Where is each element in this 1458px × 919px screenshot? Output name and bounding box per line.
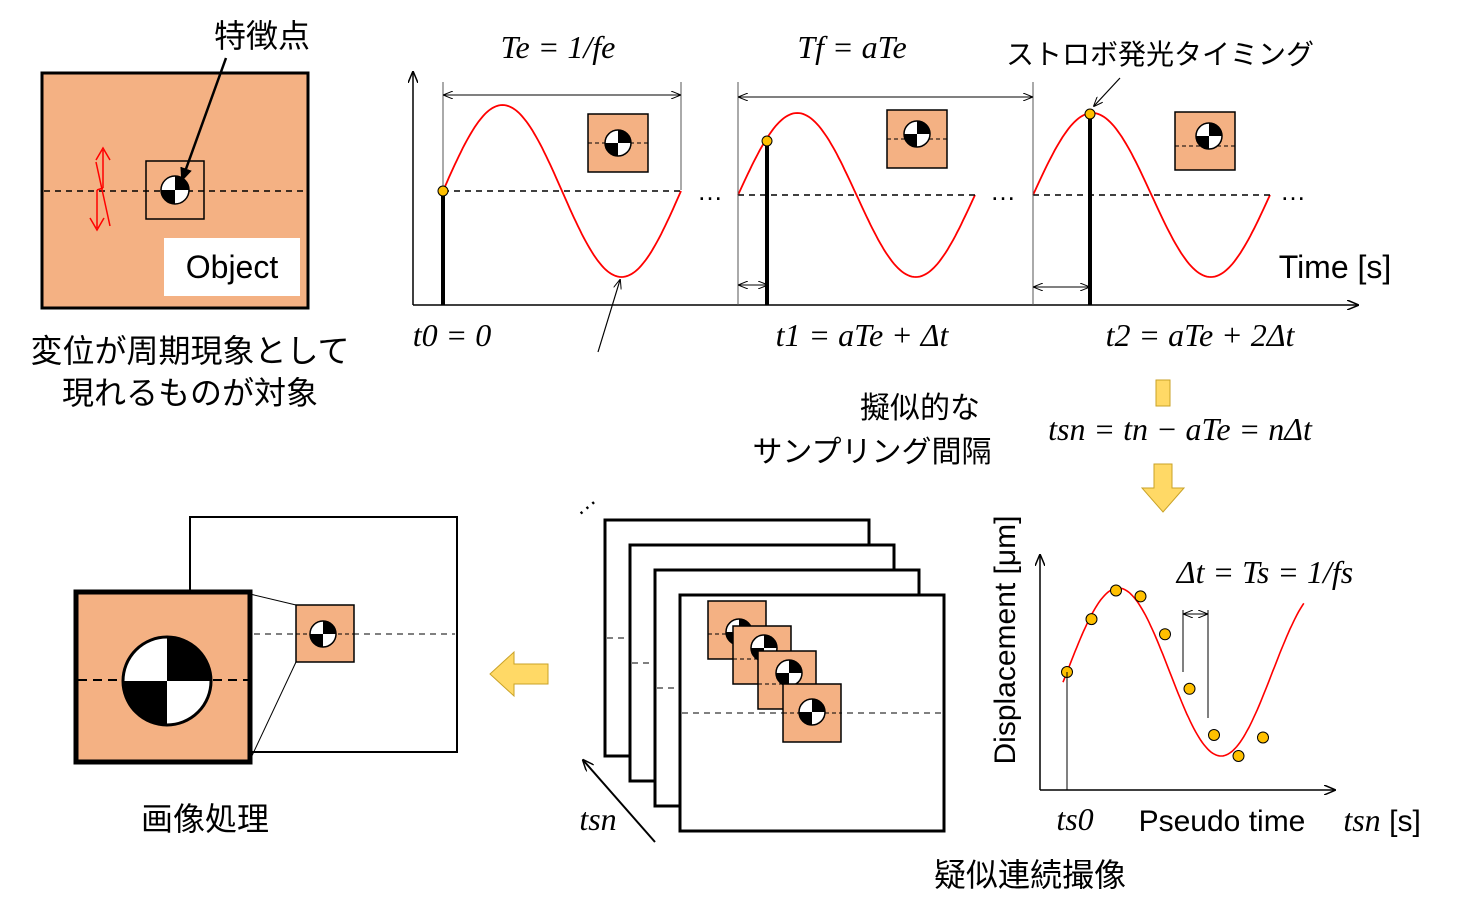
displacement-chart: Δt = Ts = 1/fs Displacement [μm] ts0 Pse…	[989, 515, 1421, 838]
sine-wave-1	[442, 104, 682, 278]
sine-trough-pointer	[597, 280, 620, 353]
equation-Tf: Tf = aTe	[797, 29, 906, 65]
object-caption-line2: 現れるものが対象	[62, 374, 318, 412]
zoom-line-top	[249, 593, 297, 606]
sine-wave-2	[737, 112, 976, 278]
feature-point-pointer	[180, 57, 228, 182]
displacement-point-8	[1257, 731, 1269, 744]
zoom-line-bottom	[249, 661, 297, 761]
frames-tsn-label: tsn	[579, 801, 616, 837]
down-arrow-icon	[1140, 379, 1186, 513]
ts0-label: ts0	[1056, 801, 1093, 837]
vibration-arrow-line	[95, 161, 111, 227]
strobe-timing-label: ストロボ発光タイミング	[1006, 38, 1314, 71]
equation-t1: t1 = aTe + Δt	[776, 317, 950, 353]
sine-wave-3	[1032, 112, 1271, 278]
displacement-point-7	[1232, 750, 1245, 762]
object-caption-line1: 変位が周期現象として	[30, 332, 349, 370]
object-label-box	[164, 238, 300, 296]
feature-point-icon	[160, 175, 190, 205]
displacement-sine	[1062, 587, 1305, 757]
processing-thumb	[295, 604, 355, 663]
object-panel: Object 特徴点 変位が周期現象として 現れるものが対象	[30, 17, 349, 412]
time-axis-label: Time [s]	[1279, 249, 1392, 285]
chart-ellipsis-3: …	[1280, 176, 1306, 206]
pseudo-continuous-label: 疑似連続撮像	[934, 856, 1126, 894]
equation-t2: t2 = aTe + 2Δt	[1106, 317, 1296, 353]
sine-waves	[442, 104, 1271, 278]
equation-tsn: tsn = tn − aTe = nΔt	[1048, 411, 1313, 447]
zoomed-feature-point-icon	[121, 635, 213, 727]
feature-window	[145, 160, 205, 220]
strobe-marker-1	[761, 135, 773, 147]
strobe-marker-2	[1084, 108, 1096, 120]
chart-ellipsis-1: …	[697, 176, 723, 206]
displacement-point-2	[1110, 584, 1122, 597]
pseudo-time-axis-label: Pseudo time	[1139, 805, 1306, 838]
pseudo-time-unit: [s]	[1389, 805, 1421, 838]
frames-ellipsis: …	[566, 485, 602, 521]
equation-t0: t0 = 0	[413, 317, 491, 353]
frames-time-arrow	[583, 760, 656, 843]
displacement-point-5	[1183, 682, 1196, 695]
left-arrow-icon	[489, 650, 549, 698]
stacked-frames: … tsn 疑似連続撮像	[566, 485, 1126, 894]
strobe-marker-0	[437, 185, 449, 197]
object-label: Object	[186, 249, 279, 285]
pseudo-interval-label-line1: 擬似的な	[860, 391, 980, 426]
pseudo-sampling-block: 擬似的な サンプリング間隔 tsn = tn − aTe = nΔt	[752, 379, 1313, 513]
chart-feature-thumb-3	[1174, 111, 1236, 171]
image-processing-panel: 画像処理	[73, 516, 458, 838]
strobe-timing-pointer	[1094, 77, 1121, 106]
displacement-point-3	[1134, 590, 1147, 603]
displacement-point-1	[1085, 613, 1098, 626]
vibration-double-arrow-icon	[89, 146, 111, 232]
chart-ellipsis-2: …	[990, 176, 1016, 206]
feature-point-label: 特徴点	[214, 17, 310, 55]
displacement-point-6	[1208, 729, 1220, 741]
image-processing-label: 画像処理	[141, 800, 269, 838]
time-chart: Time [s]	[413, 29, 1392, 353]
frame-thumb-4	[782, 683, 842, 743]
displacement-axis-label: Displacement [μm]	[989, 515, 1022, 764]
pseudo-time-tsn: tsn	[1343, 802, 1380, 838]
pseudo-interval-label-line2: サンプリング間隔	[752, 435, 991, 470]
displacement-point-4	[1159, 628, 1171, 641]
chart-feature-thumb-1	[587, 113, 649, 173]
equation-dt: Δt = Ts = 1/fs	[1175, 554, 1353, 590]
chart-feature-thumb-2	[886, 109, 948, 169]
equation-Te: Te = 1/fe	[501, 29, 616, 65]
